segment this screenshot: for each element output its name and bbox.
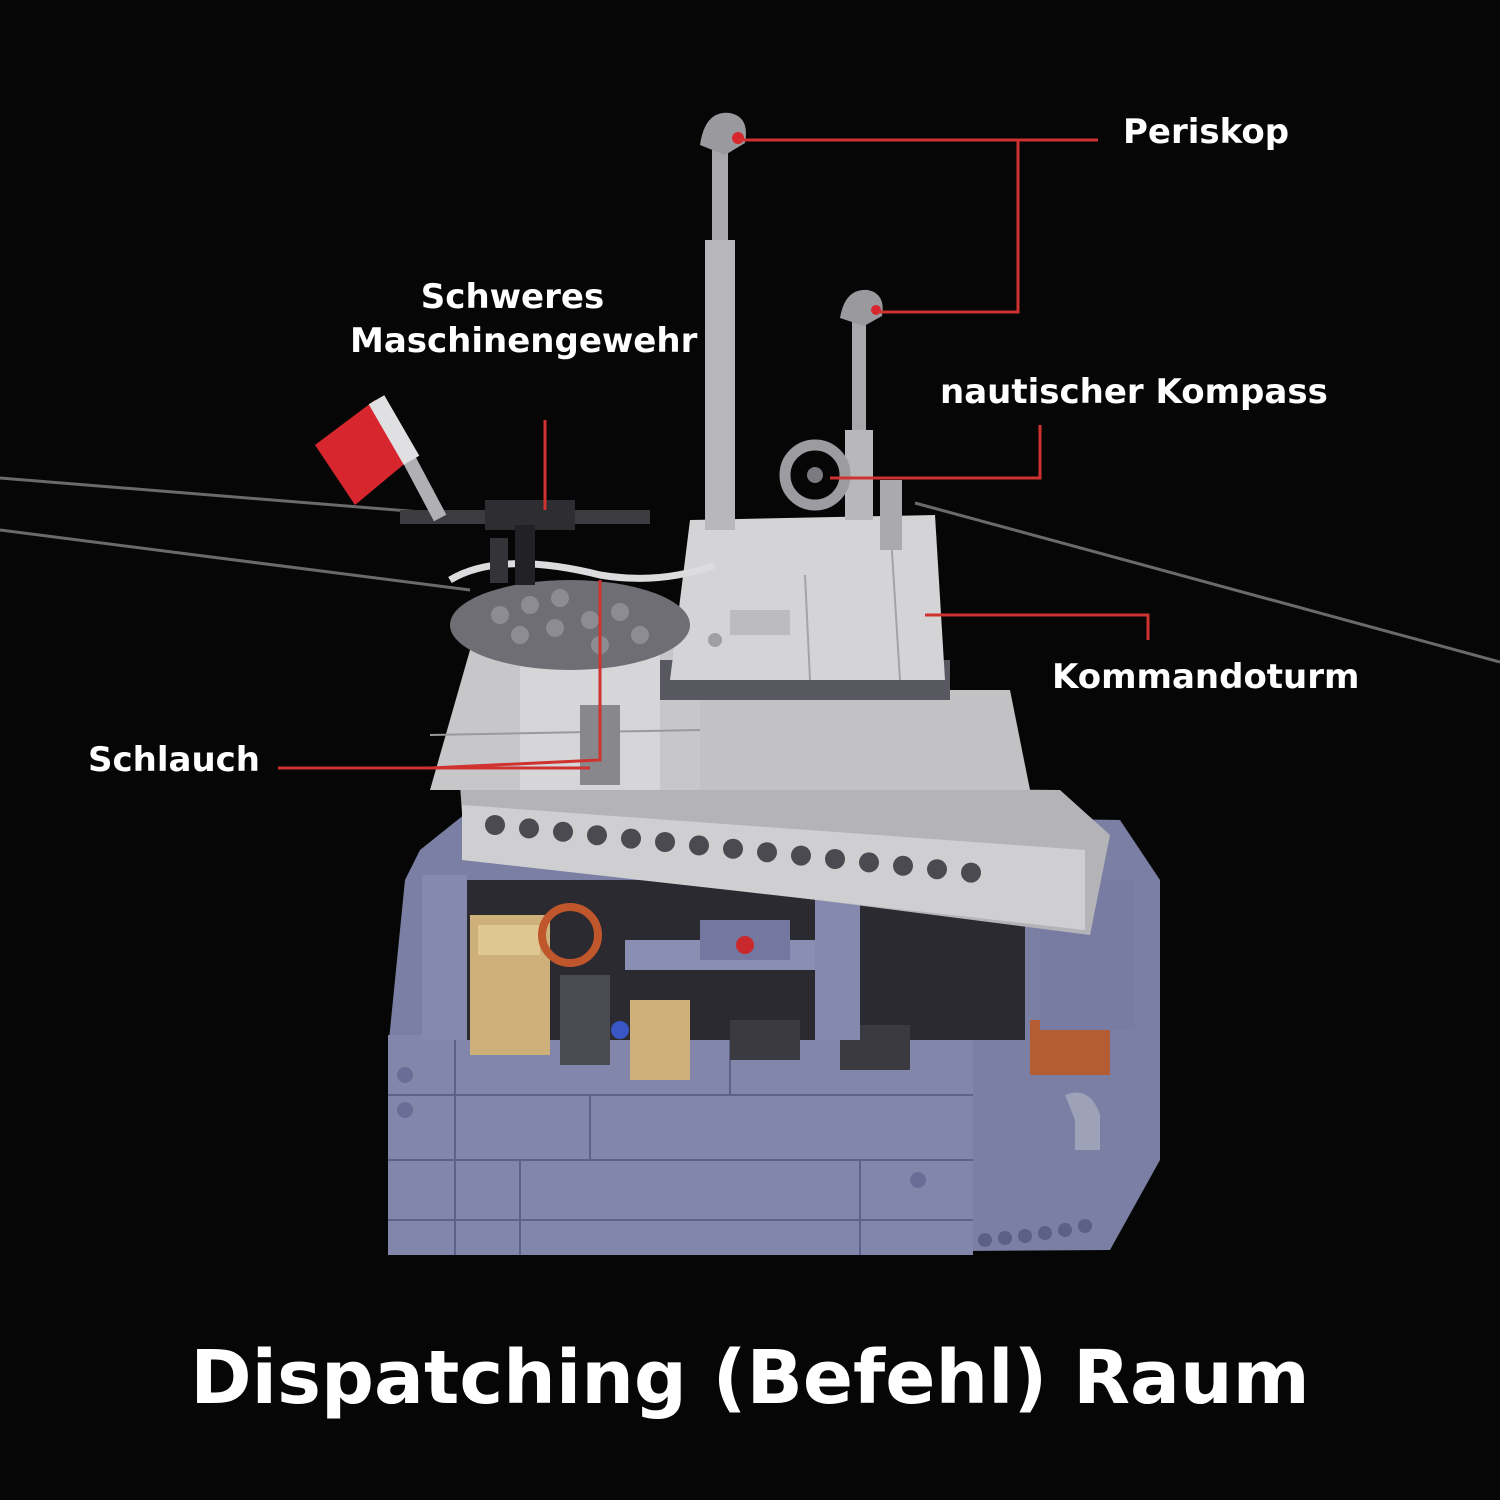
label-hose: Schlauch: [88, 740, 261, 780]
label-conning-tower: Kommandoturm: [1052, 657, 1360, 697]
deck-hole: [961, 862, 981, 883]
deck: [460, 785, 1110, 935]
label-heavy-machine-gun: Schweres Maschinengewehr: [350, 277, 698, 362]
deck-hole: [519, 818, 539, 839]
compass-icon: [779, 439, 902, 550]
deck-hole: [655, 832, 675, 852]
deck-hole: [791, 845, 811, 866]
deck-hole: [859, 852, 879, 873]
deck-hole: [825, 849, 845, 869]
caption: Dispatching (Befehl) Raum: [190, 1335, 1310, 1421]
deck-hole: [621, 828, 641, 849]
label-compass: nautischer Kompass: [940, 372, 1328, 412]
deck-hole: [927, 859, 947, 880]
deck-hole: [689, 835, 709, 856]
deck-hole: [723, 838, 743, 859]
conning-tower: [429, 515, 1030, 790]
label-periscope: Periskop: [1123, 112, 1290, 152]
deck-hole: [587, 825, 607, 846]
deck-hole: [553, 821, 573, 842]
flag-icon: [315, 395, 447, 522]
deck-hole: [893, 855, 913, 876]
deck-hole: [485, 815, 505, 835]
deck-hole: [757, 842, 777, 863]
callout-lines: [278, 138, 1150, 770]
periscope-icon: [700, 112, 883, 530]
machine-gun-icon: [400, 500, 650, 585]
